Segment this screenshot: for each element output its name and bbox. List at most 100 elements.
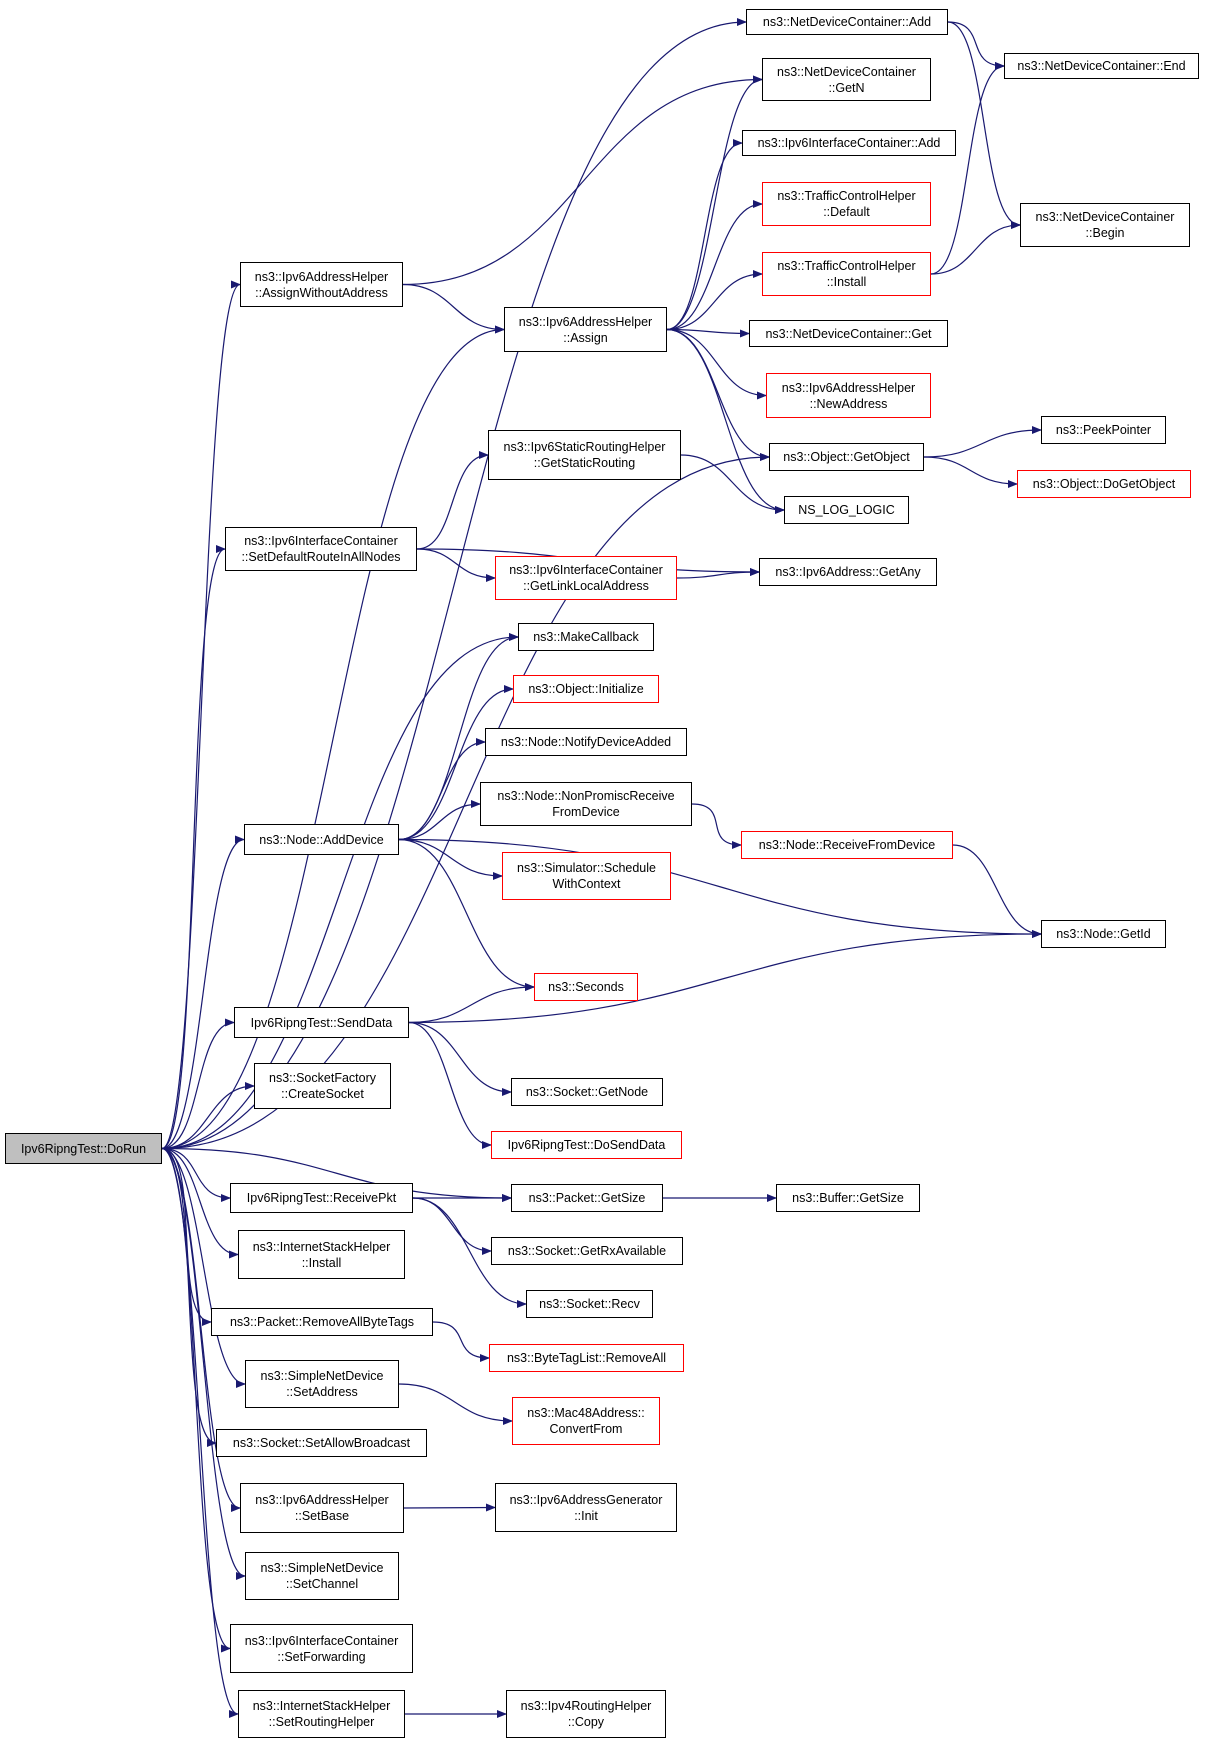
edge-dorun-to-aah-assignwo xyxy=(161,280,241,1150)
edge-packet-removeall-to-btl-removeall xyxy=(432,1321,490,1362)
graph-node-packet-removeall[interactable]: ns3::Packet::RemoveAllByteTags xyxy=(211,1308,433,1336)
edge-iic-getlinklocal-to-ipv6addr-getany xyxy=(676,568,760,579)
edge-senddata-to-socket-getnode xyxy=(408,1021,512,1096)
graph-node-seconds[interactable]: ns3::Seconds xyxy=(534,973,638,1001)
graph-node-aag-init[interactable]: ns3::Ipv6AddressGenerator ::Init xyxy=(495,1483,677,1532)
edge-node-adddevice-to-sim-schedule xyxy=(398,838,503,880)
edge-dorun-to-sf-createsocket xyxy=(161,1082,255,1150)
graph-node-socket-getrx[interactable]: ns3::Socket::GetRxAvailable xyxy=(491,1237,683,1265)
graph-node-ndc-getn[interactable]: ns3::NetDeviceContainer ::GetN xyxy=(762,58,931,101)
edge-dorun-to-snd-setchannel xyxy=(161,1147,246,1580)
edge-dorun-to-iic-setdefault xyxy=(161,545,226,1150)
edge-dorun-to-aah-assign xyxy=(161,325,505,1150)
graph-node-ndc-begin[interactable]: ns3::NetDeviceContainer ::Begin xyxy=(1020,203,1190,247)
graph-node-sf-createsocket[interactable]: ns3::SocketFactory ::CreateSocket xyxy=(254,1063,391,1109)
edge-dorun-to-node-adddevice xyxy=(161,835,245,1150)
edge-aah-assign-to-obj-getobject xyxy=(666,328,770,461)
graph-node-ndc-end[interactable]: ns3::NetDeviceContainer::End xyxy=(1004,53,1199,79)
edge-iic-setdefault-to-iic-getlinklocal xyxy=(416,548,496,582)
graph-node-makecallback[interactable]: ns3::MakeCallback xyxy=(518,623,654,651)
graph-node-ndc-add[interactable]: ns3::NetDeviceContainer::Add xyxy=(746,9,948,35)
graph-node-node-adddevice[interactable]: ns3::Node::AddDevice xyxy=(244,824,399,855)
edge-node-adddevice-to-node-notify xyxy=(398,738,486,841)
graph-node-mac48-convert[interactable]: ns3::Mac48Address:: ConvertFrom xyxy=(512,1397,660,1445)
graph-node-ish-install[interactable]: ns3::InternetStackHelper ::Install xyxy=(238,1230,405,1279)
edge-aah-assign-to-ndc-get xyxy=(666,328,750,338)
graph-node-node-receivefrom[interactable]: ns3::Node::ReceiveFromDevice xyxy=(741,831,953,859)
graph-node-iic-setdefault[interactable]: ns3::Ipv6InterfaceContainer ::SetDefault… xyxy=(225,527,417,571)
edge-tch-install-to-ndc-begin xyxy=(930,221,1021,275)
graph-node-ish-setrouting[interactable]: ns3::InternetStackHelper ::SetRoutingHel… xyxy=(238,1690,405,1738)
graph-node-ipv6addr-getany[interactable]: ns3::Ipv6Address::GetAny xyxy=(759,558,937,586)
graph-node-snd-setchannel[interactable]: ns3::SimpleNetDevice ::SetChannel xyxy=(245,1552,399,1600)
graph-node-obj-initialize[interactable]: ns3::Object::Initialize xyxy=(513,675,659,703)
graph-node-socket-setbroadcast[interactable]: ns3::Socket::SetAllowBroadcast xyxy=(216,1429,427,1457)
graph-node-aah-newaddr[interactable]: ns3::Ipv6AddressHelper ::NewAddress xyxy=(766,373,931,418)
edge-obj-getobject-to-peekpointer xyxy=(923,426,1042,458)
graph-node-obj-getobject[interactable]: ns3::Object::GetObject xyxy=(769,443,924,471)
graph-node-node-nonpromisc[interactable]: ns3::Node::NonPromiscReceive FromDevice xyxy=(480,782,692,826)
graph-node-dosenddata[interactable]: Ipv6RipngTest::DoSendData xyxy=(491,1131,682,1159)
graph-node-obj-dogetobject[interactable]: ns3::Object::DoGetObject xyxy=(1017,470,1191,498)
graph-node-aah-setbase[interactable]: ns3::Ipv6AddressHelper ::SetBase xyxy=(240,1483,404,1533)
graph-node-iic-getlinklocal[interactable]: ns3::Ipv6InterfaceContainer ::GetLinkLoc… xyxy=(495,556,677,600)
edge-snd-setaddress-to-mac48-convert xyxy=(398,1383,513,1425)
graph-node-node-getid[interactable]: ns3::Node::GetId xyxy=(1041,920,1166,948)
graph-node-socket-recv[interactable]: ns3::Socket::Recv xyxy=(526,1290,653,1318)
graph-node-aah-assign[interactable]: ns3::Ipv6AddressHelper ::Assign xyxy=(504,307,667,352)
edge-receivepkt-to-socket-recv xyxy=(412,1197,527,1308)
graph-node-v4rh-copy[interactable]: ns3::Ipv4RoutingHelper ::Copy xyxy=(506,1690,666,1738)
graph-node-buffer-getsize[interactable]: ns3::Buffer::GetSize xyxy=(776,1184,920,1212)
edge-senddata-to-node-getid xyxy=(408,930,1042,1024)
edge-ndc-add-to-ndc-end xyxy=(947,21,1005,70)
graph-node-senddata[interactable]: Ipv6RipngTest::SendData xyxy=(234,1007,409,1038)
edge-aah-assign-to-tch-default xyxy=(666,200,763,331)
edge-srh-getstatic-to-ns-log-logic xyxy=(680,454,785,514)
graph-node-tch-install[interactable]: ns3::TrafficControlHelper ::Install xyxy=(762,252,931,296)
graph-node-peekpointer[interactable]: ns3::PeekPointer xyxy=(1041,416,1166,444)
edge-dorun-to-ish-setrouting xyxy=(161,1147,239,1718)
edge-node-adddevice-to-node-getid xyxy=(398,838,1042,938)
graph-node-node-notify[interactable]: ns3::Node::NotifyDeviceAdded xyxy=(485,728,687,756)
edge-aah-assign-to-tch-install xyxy=(666,270,763,331)
edge-aah-assign-to-iic-add xyxy=(666,139,743,331)
edge-aah-setbase-to-aag-init xyxy=(403,1503,496,1512)
edge-aah-assignwo-to-ndc-getn xyxy=(402,75,763,286)
edge-dorun-to-snd-setaddress xyxy=(161,1147,246,1388)
graph-node-ns-log-logic[interactable]: NS_LOG_LOGIC xyxy=(784,496,909,524)
graph-node-receivepkt[interactable]: Ipv6RipngTest::ReceivePkt xyxy=(230,1183,413,1213)
graph-node-ndc-get[interactable]: ns3::NetDeviceContainer::Get xyxy=(749,320,948,347)
edge-obj-getobject-to-obj-dogetobject xyxy=(923,456,1018,488)
edge-senddata-to-dosenddata xyxy=(408,1021,492,1149)
graph-node-iic-add[interactable]: ns3::Ipv6InterfaceContainer::Add xyxy=(742,130,956,156)
graph-node-srh-getstatic[interactable]: ns3::Ipv6StaticRoutingHelper ::GetStatic… xyxy=(488,430,681,480)
edge-dorun-to-packet-getsize xyxy=(161,1147,512,1202)
edge-node-adddevice-to-node-nonpromisc xyxy=(398,800,481,841)
edge-aah-assign-to-ndc-getn xyxy=(666,75,763,331)
edge-dorun-to-receivepkt xyxy=(161,1147,231,1202)
graph-node-aah-assignwo[interactable]: ns3::Ipv6AddressHelper ::AssignWithoutAd… xyxy=(240,262,403,307)
graph-node-socket-getnode[interactable]: ns3::Socket::GetNode xyxy=(511,1078,663,1106)
graph-node-iic-setforwarding[interactable]: ns3::Ipv6InterfaceContainer ::SetForward… xyxy=(230,1624,413,1673)
graph-node-packet-getsize[interactable]: ns3::Packet::GetSize xyxy=(511,1184,663,1212)
edge-node-nonpromisc-to-node-receivefrom xyxy=(691,803,742,849)
edge-tch-install-to-ndc-end xyxy=(930,62,1005,275)
edge-ndc-add-to-ndc-begin xyxy=(947,21,1021,229)
graph-node-sim-schedule[interactable]: ns3::Simulator::Schedule WithContext xyxy=(502,852,671,900)
edge-node-receivefrom-to-node-getid xyxy=(952,844,1042,938)
graph-node-dorun[interactable]: Ipv6RipngTest::DoRun xyxy=(5,1133,162,1164)
graph-node-snd-setaddress[interactable]: ns3::SimpleNetDevice ::SetAddress xyxy=(245,1360,399,1408)
edge-dorun-to-senddata xyxy=(161,1018,235,1150)
edge-node-adddevice-to-seconds xyxy=(398,838,535,991)
edge-node-adddevice-to-obj-initialize xyxy=(398,685,514,841)
edge-aah-assign-to-ns-log-logic xyxy=(666,328,785,514)
edge-dorun-to-ish-install xyxy=(161,1147,239,1259)
edge-dorun-to-makecallback xyxy=(161,633,519,1150)
graph-node-tch-default[interactable]: ns3::TrafficControlHelper ::Default xyxy=(762,182,931,226)
edge-receivepkt-to-socket-getrx xyxy=(412,1197,492,1255)
edge-senddata-to-seconds xyxy=(408,983,535,1024)
graph-node-btl-removeall[interactable]: ns3::ByteTagList::RemoveAll xyxy=(489,1344,684,1372)
edge-dorun-to-packet-removeall xyxy=(161,1147,212,1326)
